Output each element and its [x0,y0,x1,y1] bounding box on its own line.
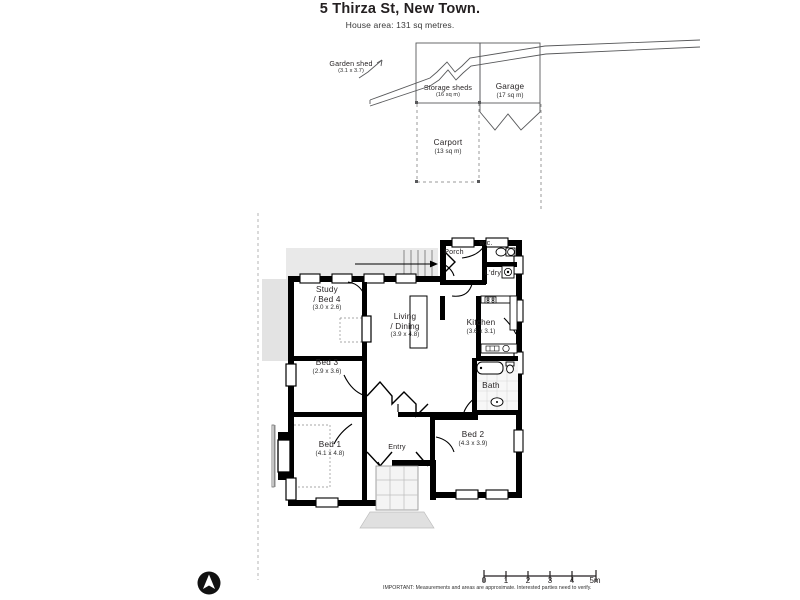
carport-corner-marks [415,180,480,183]
carport-name: Carport [433,138,463,147]
laundry-fixtures [501,265,515,279]
page-title: 5 Thirza St, New Town. [319,1,481,17]
study-name-line1: Study [316,285,338,294]
scale-bar [483,570,597,582]
kitchen-name: Kitchen [466,318,496,327]
scale-bar-labels: 0 1 2 3 4 5m [478,566,603,588]
label-carport: Carport (13 sq m) [414,138,482,155]
porch-outline [444,251,456,273]
living-dims: (3.9 x 4.8) [390,331,420,339]
label-laundry: L'dry [476,269,510,277]
windows-bottom [315,489,509,508]
wc-name: w.c. [479,239,493,247]
garden-shed-dims: (3.1 x 3.7) [338,68,364,75]
label-study-bed4: Study / Bed 4 (3.0 x 2.6) [292,285,362,312]
carport-outline [416,104,542,210]
scale-tick-3: 3 [547,576,553,585]
porch-name: Porch [444,248,464,256]
label-bed3: Bed 3 (2.9 x 3.6) [294,358,360,375]
label-garage: Garage (17 sq m) [478,82,542,99]
scale-tick-2: 2 [525,576,531,585]
storage-sheds-dims: (16 sq m) [435,92,461,99]
label-bed2: Bed 2 (4.3 x 3.9) [438,430,508,447]
label-bed1: Bed 1 (4.1 x 4.8) [296,440,364,457]
north-arrow-icon [197,571,221,595]
garage-dims: (17 sq m) [496,91,524,99]
scale-tick-5: 5m [589,576,601,585]
windows-left [285,363,297,501]
label-storage-sheds: Storage sheds (16 sq m) [412,84,484,99]
label-garden-shed: Garden shed (3.1 x 3.7) [318,60,384,75]
bay-window [271,424,331,488]
disclaimer-text: IMPORTANT: Measurements and areas are ap… [383,585,592,591]
wardrobe-dashes [339,317,368,343]
label-wc: w.c. [474,239,498,247]
label-bath: Bath [466,381,516,391]
bath-fixtures [476,361,518,410]
windows-top [299,237,509,284]
laundry-name: L'dry [484,269,502,277]
label-porch: Porch [436,248,472,256]
outbuilding-base-marks [415,101,481,104]
carport-dims: (13 sq m) [434,147,462,155]
garage-name: Garage [495,82,525,91]
bed3-name: Bed 3 [315,358,339,367]
scale-tick-0: 0 [481,576,487,585]
internal-walls [294,246,518,504]
deck-stairs [355,250,439,277]
bed1-name: Bed 1 [318,440,342,449]
living-name-line1: Living [393,312,417,321]
label-kitchen: Kitchen (3.6 x 3.1) [448,318,514,335]
page-subtitle: House area: 131 sq metres. [345,20,455,30]
bed3-dims: (2.9 x 3.6) [312,367,342,375]
entry-name: Entry [388,443,406,451]
study-dims: (3.0 x 2.6) [312,304,342,312]
kitchen-fixtures [409,295,518,354]
kitchen-dims: (3.6 x 3.1) [466,327,496,335]
windows-right [513,255,524,453]
hall-outline [366,380,429,468]
scale-tick-4: 4 [569,576,575,585]
storage-sheds-name: Storage sheds [423,84,473,92]
bed1-dims: (4.1 x 4.8) [315,449,345,457]
study-wardrobe [361,315,372,343]
study-name-line2: / Bed 4 [313,294,341,304]
bed2-dims: (4.3 x 3.9) [458,439,488,447]
living-name-line2: / Dining [390,321,420,331]
outbuilding-linework [358,39,701,131]
label-entry: Entry [374,443,420,451]
bath-name: Bath [482,381,500,390]
scale-tick-1: 1 [503,576,509,585]
entry-landing [359,465,435,529]
wc-fixtures [495,247,516,257]
label-living-dining: Living / Dining (3.9 x 4.8) [370,312,440,339]
garden-shed-name: Garden shed [329,60,373,68]
bed2-name: Bed 2 [461,430,485,439]
